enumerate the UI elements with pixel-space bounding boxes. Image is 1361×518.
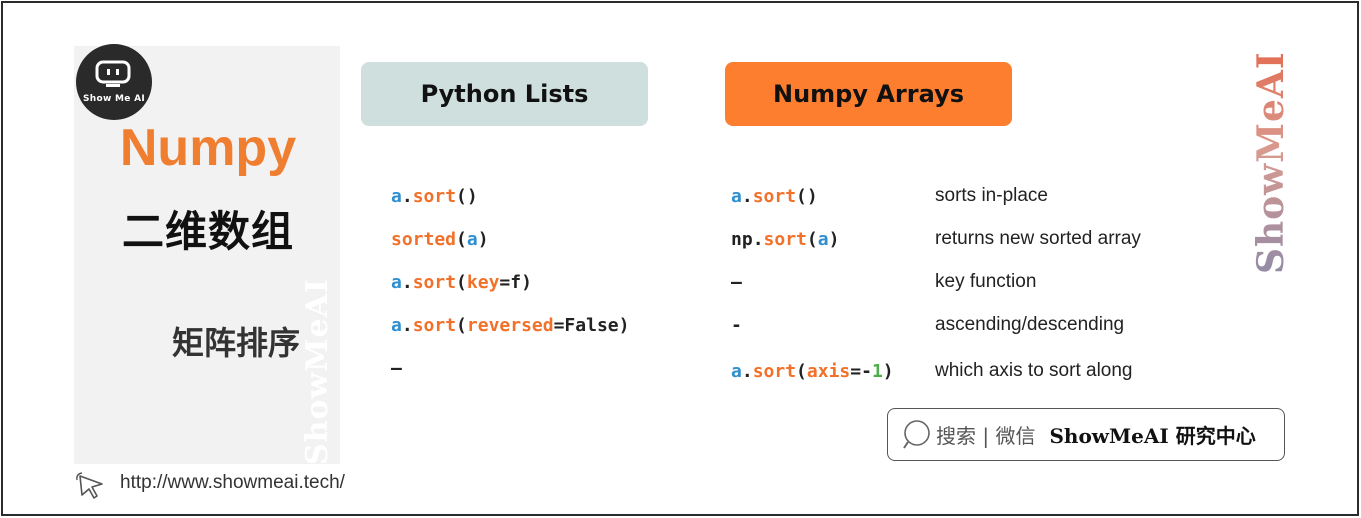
description: key function: [935, 271, 1037, 292]
python-code-row: a.sort(): [391, 186, 478, 207]
numpy-code-row: –: [731, 272, 742, 293]
page-title: Numpy: [119, 119, 297, 177]
description: sorts in-place: [935, 185, 1048, 206]
numpy-code-row: -: [731, 315, 742, 336]
numpy-code-row: a.sort(): [731, 186, 818, 207]
numpy-code-row: a.sort(axis=-1): [731, 361, 894, 382]
left-watermark: ShowMeAI: [300, 280, 335, 465]
footer-url-link[interactable]: http://www.showmeai.tech/: [120, 472, 345, 493]
description: ascending/descending: [935, 314, 1125, 335]
logo-text: Show Me AI: [82, 94, 146, 104]
page-subtitle-cn: 矩阵排序: [171, 324, 300, 362]
python-code-row: a.sort(key=f): [391, 272, 532, 293]
python-code-row: sorted(a): [391, 229, 489, 250]
numpy-arrays-header: Numpy Arrays: [725, 62, 1012, 126]
search-brand: ShowMeAI 研究中心: [1049, 424, 1256, 448]
cursor-pointer-icon: [76, 472, 103, 499]
description: which axis to sort along: [935, 360, 1133, 381]
description: returns new sorted array: [935, 228, 1141, 249]
page-title-cn: 二维数组: [121, 207, 294, 256]
wechat-search-box: 搜索 | 微信 ShowMeAI 研究中心: [887, 408, 1285, 461]
showmeai-logo: Show Me AI: [76, 44, 152, 120]
numpy-code-row: np.sort(a): [731, 229, 840, 250]
robot-logo-icon: [95, 60, 131, 87]
search-icon: [903, 419, 930, 449]
brand-vertical: ShowMeAI: [1250, 44, 1294, 282]
python-lists-header: Python Lists: [361, 62, 648, 126]
python-code-row: a.sort(reversed=False): [391, 315, 630, 336]
python-code-row: –: [391, 358, 402, 379]
search-label: 搜索 | 微信: [936, 424, 1036, 448]
